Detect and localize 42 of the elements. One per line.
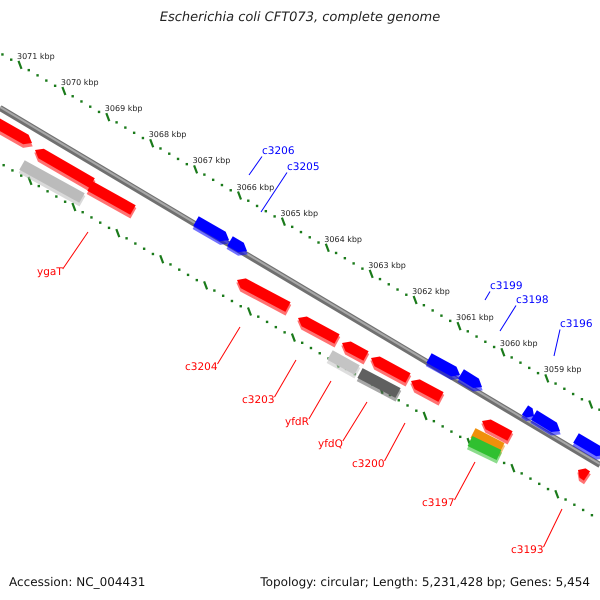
scale-label: 3060 kbp	[500, 340, 538, 348]
scale-label: 3063 kbp	[368, 262, 406, 270]
leader-line	[274, 360, 296, 398]
gene-label: c3199	[490, 281, 522, 292]
leader-line	[454, 462, 476, 500]
leader-line	[248, 156, 262, 176]
gene-label: c3204	[185, 362, 218, 372]
gene-label: c3193	[511, 545, 544, 556]
leader-line	[384, 422, 406, 462]
scale-label: 3064 kbp	[324, 236, 362, 244]
gene-label: c3203	[242, 395, 274, 406]
leader-line	[554, 329, 560, 356]
scale-label: 3069 kbp	[104, 105, 142, 114]
gene-label: ygaT	[37, 267, 63, 278]
gene-label: c3200	[352, 459, 384, 470]
scale-label: 3068 kbp	[148, 131, 186, 140]
leader-line	[342, 402, 368, 442]
leader-line	[500, 305, 516, 332]
gene-label: c3205	[287, 162, 320, 172]
leader-line	[260, 172, 288, 212]
scale-label: 3065 kbp	[280, 210, 318, 218]
scale-label: 3062 kbp	[412, 288, 450, 296]
leader-line	[217, 326, 240, 364]
gene-label: yfdR	[285, 417, 309, 428]
gene-label: c3206	[262, 146, 294, 156]
leader-line	[484, 291, 490, 300]
accession-text: Accession: NC_004431	[9, 576, 146, 588]
leader-line	[308, 380, 332, 420]
leader-line	[543, 508, 562, 548]
scale-label: 3061 kbp	[456, 314, 494, 322]
scale-label: 3066 kbp	[236, 184, 274, 192]
genome-summary-text: Topology: circular; Length: 5,231,428 bp; Genes: 5,454	[260, 576, 590, 588]
scale-label: 3059 kbp	[544, 366, 582, 374]
gene-label: c3198	[516, 295, 548, 306]
leader-line	[62, 232, 88, 270]
scale-label: 3070 kbp	[60, 79, 99, 88]
scale-label: 3071 kbp	[17, 52, 55, 61]
genome-title: Escherichia coli CFT073, complete genome	[158, 11, 442, 24]
gene-label: yfdQ	[318, 439, 343, 450]
scale-label: 3067 kbp	[192, 157, 230, 166]
gene-label: c3197	[422, 498, 454, 508]
gene-label: c3196	[560, 319, 592, 330]
